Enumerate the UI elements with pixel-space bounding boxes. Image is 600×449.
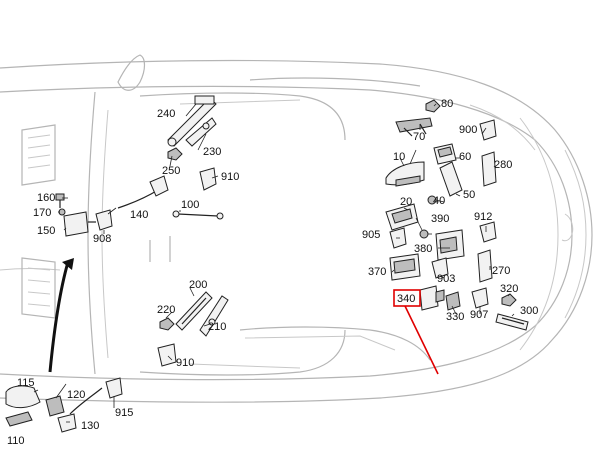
label-170[interactable]: 170 [33, 207, 51, 219]
rear-light-upper [21, 124, 56, 186]
part-220[interactable] [159, 317, 175, 331]
part-380[interactable] [435, 229, 465, 261]
part-390[interactable] [419, 229, 429, 239]
label-380[interactable]: 380 [414, 243, 432, 255]
label-60[interactable]: 60 [459, 151, 471, 163]
label-40[interactable]: 40 [433, 195, 445, 207]
callout-labels: 240 230 250 910 80 70 10 60 900 280 40 5… [7, 98, 538, 447]
part-210[interactable] [199, 295, 229, 337]
part-230[interactable] [185, 117, 217, 147]
part-130[interactable] [57, 387, 103, 433]
part-160[interactable] [55, 193, 65, 208]
label-50[interactable]: 50 [463, 189, 475, 201]
part-900[interactable] [479, 119, 497, 141]
part-140[interactable] [117, 175, 169, 209]
label-10[interactable]: 10 [393, 151, 405, 163]
highlight-box [393, 289, 421, 307]
label-300[interactable]: 300 [520, 305, 538, 317]
part-320[interactable] [501, 293, 517, 307]
label-912[interactable]: 912 [474, 211, 492, 223]
label-130[interactable]: 130 [81, 420, 99, 432]
label-110[interactable]: 110 [7, 435, 25, 447]
label-370[interactable]: 370 [368, 266, 386, 278]
part-115[interactable] [5, 385, 41, 409]
part-200[interactable] [175, 291, 213, 331]
label-70[interactable]: 70 [413, 131, 425, 143]
part-120[interactable] [45, 395, 65, 417]
label-390[interactable]: 390 [431, 213, 449, 225]
part-908[interactable] [95, 209, 113, 231]
part-912[interactable] [479, 221, 497, 243]
label-330[interactable]: 330 [446, 311, 464, 323]
label-240[interactable]: 240 [157, 108, 175, 120]
label-200[interactable]: 200 [189, 279, 207, 291]
label-160[interactable]: 160 [37, 192, 55, 204]
part-280[interactable] [481, 151, 497, 187]
car-body-outline [0, 54, 593, 403]
label-210[interactable]: 210 [208, 321, 226, 333]
label-915[interactable]: 915 [115, 407, 133, 419]
part-300[interactable] [495, 313, 529, 331]
part-70[interactable] [395, 117, 433, 137]
label-320[interactable]: 320 [500, 283, 518, 295]
part-240[interactable] [167, 95, 217, 147]
part-910-upper[interactable] [199, 167, 217, 191]
leader-lines [33, 103, 515, 423]
arrow-shaft [48, 261, 70, 373]
label-140[interactable]: 140 [130, 209, 148, 221]
highlight-line [404, 305, 439, 375]
part-370[interactable] [389, 253, 421, 281]
part-903[interactable] [431, 257, 449, 279]
part-10[interactable] [385, 149, 425, 187]
label-80[interactable]: 80 [441, 98, 453, 110]
label-220[interactable]: 220 [157, 304, 175, 316]
part-60[interactable] [433, 143, 457, 165]
label-100[interactable]: 100 [181, 199, 199, 211]
label-115[interactable]: 115 [17, 377, 35, 389]
label-907[interactable]: 907 [470, 309, 488, 321]
label-905[interactable]: 905 [362, 229, 380, 241]
label-20[interactable]: 20 [400, 196, 412, 208]
label-120[interactable]: 120 [67, 389, 85, 401]
label-903[interactable]: 903 [437, 273, 455, 285]
highlight-340 [393, 289, 439, 375]
part-100[interactable] [172, 210, 224, 220]
part-910-lower[interactable] [157, 343, 177, 367]
rear-light-lower [21, 257, 56, 319]
part-250[interactable] [167, 147, 183, 161]
label-908[interactable]: 908 [93, 233, 111, 245]
part-907[interactable] [471, 287, 489, 309]
part-915[interactable] [105, 377, 123, 399]
label-900[interactable]: 900 [459, 124, 477, 136]
label-280[interactable]: 280 [494, 159, 512, 171]
label-270[interactable]: 270 [492, 265, 510, 277]
label-250[interactable]: 250 [162, 165, 180, 177]
label-340[interactable]: 340 [397, 293, 415, 305]
part-330[interactable] [445, 291, 461, 311]
part-80[interactable] [425, 99, 441, 113]
part-270[interactable] [477, 249, 493, 283]
label-910-lower[interactable]: 910 [176, 357, 194, 369]
arrow-head [62, 258, 74, 270]
label-150[interactable]: 150 [37, 225, 55, 237]
part-50[interactable] [439, 161, 463, 197]
part-110[interactable] [5, 411, 33, 427]
label-910-upper[interactable]: 910 [221, 171, 239, 183]
part-340[interactable] [419, 285, 445, 311]
label-230[interactable]: 230 [203, 146, 221, 158]
part-150[interactable] [63, 211, 96, 237]
